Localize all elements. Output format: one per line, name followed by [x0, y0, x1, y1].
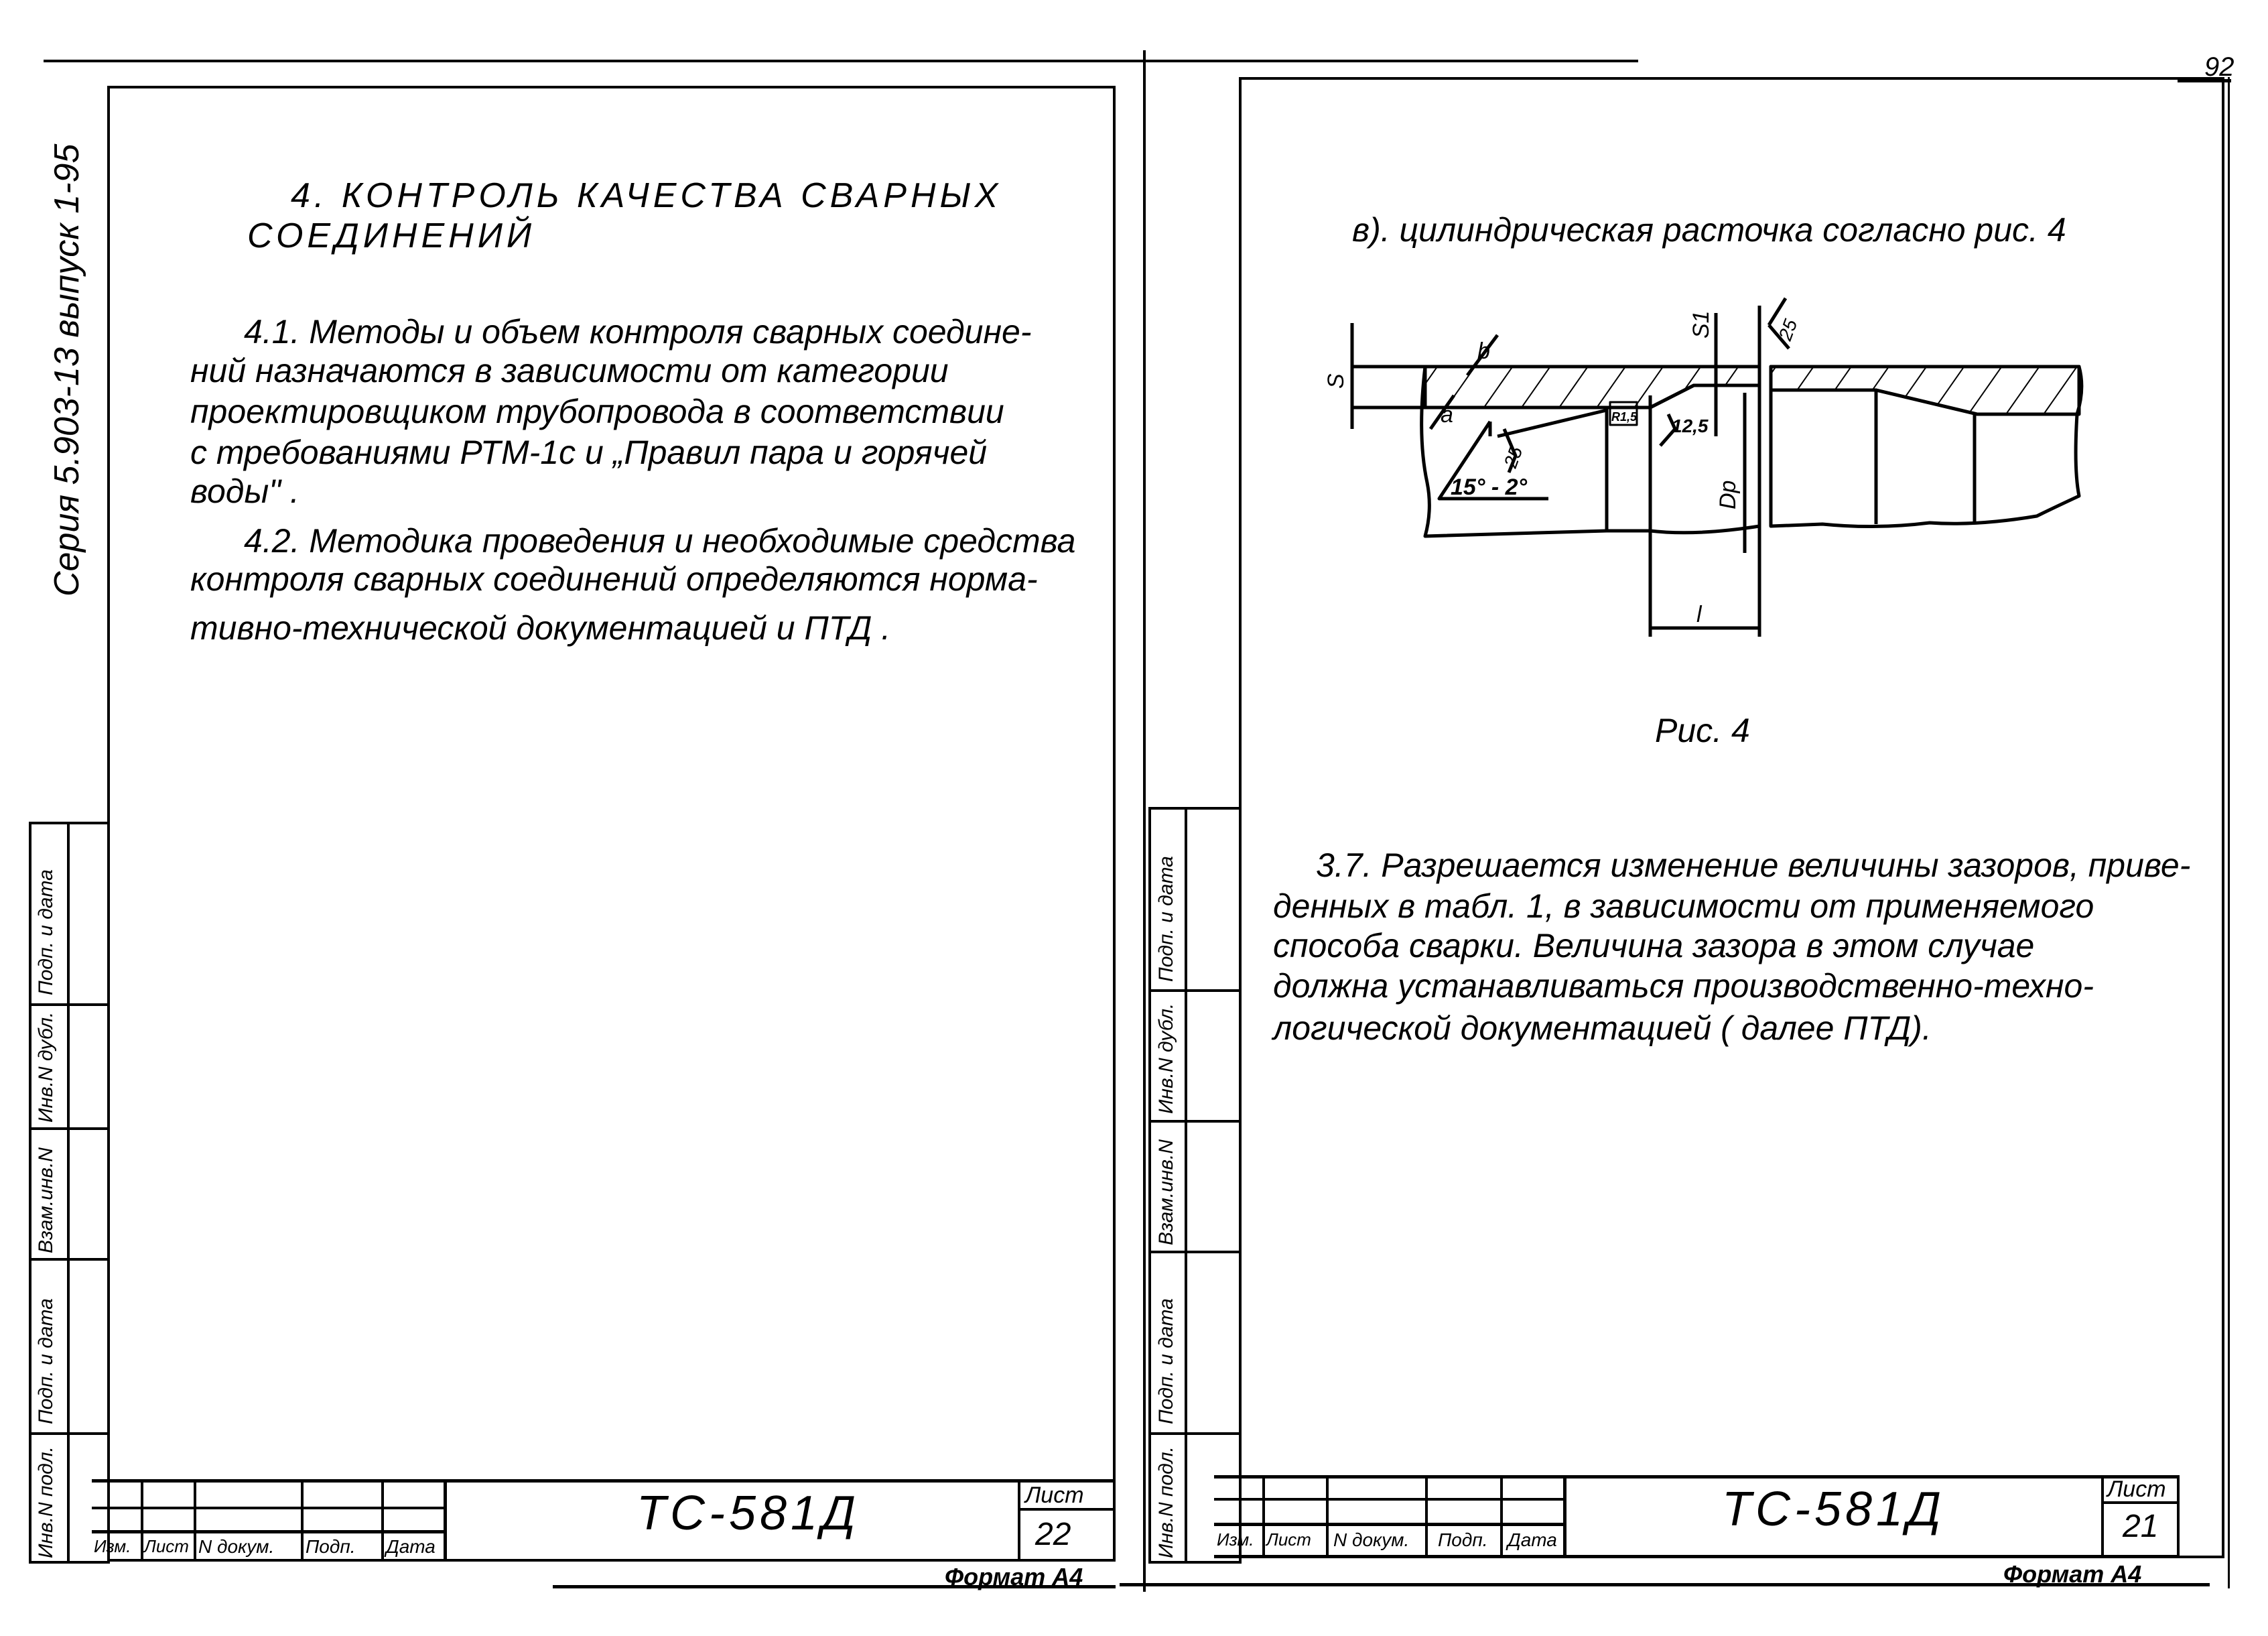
col-label: Лист	[1266, 1529, 1311, 1550]
label-rough-25b: 25	[1774, 316, 1801, 344]
col-label: Дата	[386, 1536, 436, 1557]
paragraph-line: проектировщиком трубопровода в соответст…	[190, 393, 1004, 430]
weld-mark	[1428, 334, 1499, 430]
stamp-label: Подп. и дата	[1155, 1298, 1177, 1424]
bottom-line	[1120, 1583, 2210, 1586]
label-l: l	[1696, 602, 1703, 627]
label-rough-r1-5: R1,5	[1611, 410, 1638, 424]
stamp-label: Подп. и дата	[35, 869, 57, 995]
sheet-number-top: 92	[2204, 52, 2234, 82]
paragraph-line: 4.2. Методика проведения и необходимые с…	[244, 522, 1076, 560]
top-border-line	[44, 60, 1638, 62]
label-rough-12-5: 12,5	[1672, 416, 1709, 436]
stamp-label: Подп. и дата	[1155, 856, 1177, 982]
col-label: Дата	[1508, 1529, 1557, 1550]
pipe-left-outline	[1352, 365, 1760, 538]
col-label: Лист	[144, 1536, 189, 1556]
label-a: a	[1441, 402, 1453, 428]
sheet-label: Лист	[2107, 1476, 2166, 1502]
stamp-label: Инв.N подл.	[35, 1446, 57, 1558]
angle-mark	[1437, 408, 1607, 501]
paragraph-line: тивно-технической документацией и ПТД .	[190, 609, 891, 647]
paragraph-line: ний назначаются в зависимости от категор…	[190, 352, 949, 389]
col-label: N докум.	[198, 1536, 275, 1557]
stamp-label: Инв.N дубл.	[1155, 1003, 1177, 1114]
label-dp: Dp	[1715, 481, 1741, 509]
stamp-label: Взам.инв.N	[1155, 1139, 1177, 1245]
label-angle: 15° - 2°	[1451, 475, 1528, 500]
label-s1: S1	[1688, 310, 1714, 338]
paragraph-line: воды" .	[190, 473, 299, 510]
bottom-line	[553, 1585, 1116, 1588]
paragraph-line: с требованиями РТМ-1с и „Правил пара и г…	[190, 434, 988, 471]
roughness-mark	[1659, 413, 1677, 447]
col-label: Изм.	[1217, 1529, 1254, 1550]
stamp-label: Инв.N дубл.	[35, 1011, 57, 1123]
paragraph-line: логической документацией ( далее ПТД).	[1273, 1009, 1932, 1047]
paragraph-line: контроля сварных соединений определяются…	[190, 560, 1038, 598]
subheading: в). цилиндрическая расточка согласно рис…	[1352, 211, 2066, 249]
pipe-right-outline	[1769, 365, 2084, 529]
col-label: Подп.	[306, 1536, 356, 1557]
section-heading-cont: СОЕДИНЕНИЙ	[247, 216, 536, 255]
figure-4-drawing: S S1 Dp l 15° - 2° 25 25 12,5 R1,5 a b	[1323, 297, 2084, 637]
stamp-label: Взам.инв.N	[35, 1147, 57, 1253]
stamp-label: Подп. и дата	[35, 1298, 57, 1424]
col-label: Изм.	[94, 1536, 131, 1556]
paragraph-line: 3.7. Разрешается изменение величины зазо…	[1316, 846, 2191, 884]
sheet-number: 22	[1035, 1517, 1071, 1552]
page-divider-line	[1143, 50, 1146, 1592]
label-s: S	[1323, 373, 1349, 389]
stamp-label: Инв.N подл.	[1155, 1446, 1177, 1558]
paragraph-line: способа сварки. Величина зазора в этом с…	[1273, 927, 2035, 964]
label-b: b	[1477, 338, 1490, 364]
roughness-mark	[1767, 297, 1790, 350]
section-heading: 4. КОНТРОЛЬ КАЧЕСТВА СВАРНЫХ	[291, 176, 1002, 215]
document-code: ТС-581Д	[1722, 1483, 1945, 1536]
paragraph-line: денных в табл. 1, в зависимости от приме…	[1273, 887, 2094, 925]
top-right-line	[2178, 79, 2231, 82]
paragraph-line: 4.1. Методы и объем контроля сварных сое…	[244, 313, 1032, 351]
sheet-number: 21	[2123, 1509, 2159, 1544]
figure-caption: Рис. 4	[1655, 712, 1750, 749]
roughness-box	[1609, 401, 1638, 426]
label-rough-25a: 25	[1499, 444, 1526, 471]
col-label: Подп.	[1438, 1529, 1488, 1550]
col-label: N докум.	[1333, 1529, 1410, 1550]
paragraph-line: должна устанавливаться производственно-т…	[1273, 967, 2094, 1005]
sheet-label: Лист	[1025, 1483, 1084, 1508]
roughness-mark	[1502, 428, 1518, 473]
document-code: ТС-581Д	[637, 1487, 860, 1540]
